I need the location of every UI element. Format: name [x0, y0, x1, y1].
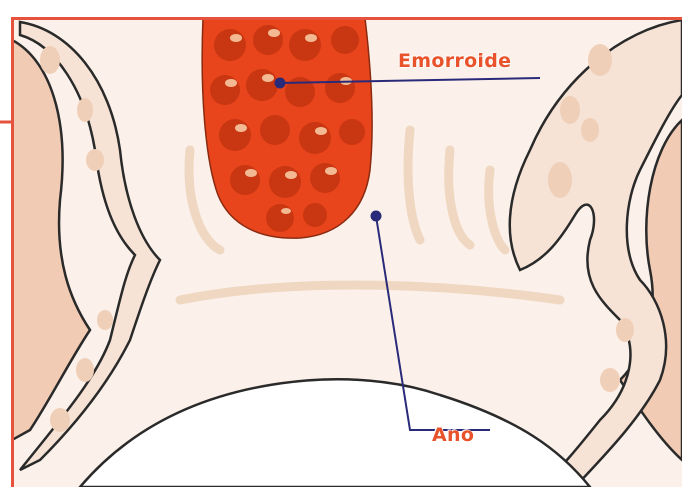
hemorrhoid-mass [202, 18, 372, 238]
hemorrhoid-label: Emorroide [398, 50, 511, 72]
anus-label: Ano [432, 424, 474, 446]
